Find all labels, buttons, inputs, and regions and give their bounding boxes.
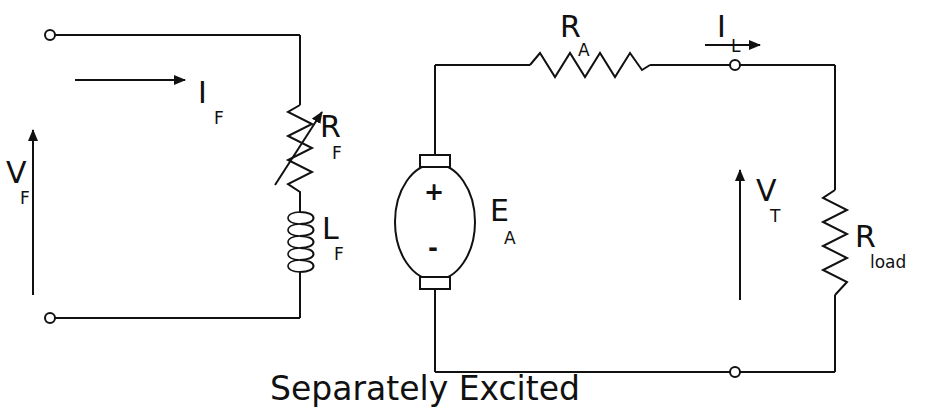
- generator-symbol: [395, 164, 475, 280]
- voltage-arrow: [739, 170, 741, 300]
- terminal: [45, 313, 55, 323]
- voltage-label: V: [756, 176, 777, 206]
- caption: Separately Excited: [270, 372, 580, 405]
- terminal: [45, 30, 55, 40]
- brush: [420, 155, 450, 167]
- inductor-symbol: [300, 205, 314, 280]
- subscript: F: [334, 246, 344, 263]
- armature-wiring: [435, 65, 835, 372]
- voltage-arrow: [32, 130, 34, 295]
- current-arrow: [75, 79, 185, 81]
- resistor-label: R: [560, 12, 581, 42]
- resistor-label: R: [320, 112, 341, 142]
- subscript: A: [578, 42, 590, 59]
- polarity-sign: +: [424, 180, 444, 204]
- resistor-symbol: [823, 190, 847, 295]
- subscript: L: [731, 38, 740, 55]
- subscript: F: [332, 145, 342, 162]
- emf-label: E: [490, 196, 509, 226]
- resistor-label: R: [855, 222, 876, 252]
- subscript: T: [770, 208, 780, 225]
- polarity-sign: -: [428, 236, 438, 260]
- subscript: F: [20, 190, 30, 207]
- inductor-label: L: [322, 214, 339, 244]
- current-label: I: [717, 12, 726, 42]
- voltage-label: V: [6, 158, 27, 188]
- terminal: [730, 367, 740, 377]
- subscript: F: [214, 110, 224, 127]
- brush: [420, 277, 450, 289]
- subscript: load: [870, 254, 906, 271]
- field-wiring: [55, 35, 300, 318]
- terminal: [730, 60, 740, 70]
- rheostat-symbol: [288, 105, 312, 205]
- subscript: A: [504, 230, 516, 247]
- rheostat-arrow: [275, 112, 322, 185]
- coil-windings: [288, 212, 300, 272]
- current-label: I: [198, 78, 207, 108]
- resistor-symbol: [530, 53, 650, 77]
